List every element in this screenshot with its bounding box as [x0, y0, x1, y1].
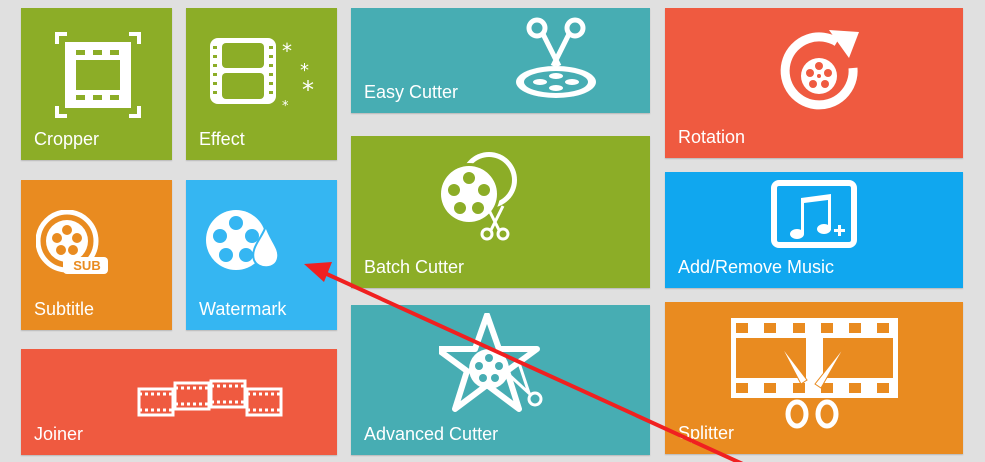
rotate-reel-icon [780, 30, 859, 110]
tile-label: Cropper [34, 129, 100, 149]
film-reel-sub-icon [36, 210, 108, 274]
tile-label: Add/Remove Music [678, 257, 835, 277]
star-reel-scissors-icon [439, 313, 543, 412]
cropper-tile[interactable]: Cropper [21, 8, 172, 160]
scissors-reel-icon [516, 17, 596, 98]
svg-text:*: * [300, 60, 309, 81]
crop-film-icon [55, 32, 141, 118]
tile-label: Watermark [199, 299, 287, 319]
tile-label: Subtitle [34, 299, 95, 319]
watermark-tile[interactable]: Watermark [186, 180, 337, 330]
advanced-cutter-tile[interactable]: Advanced Cutter [351, 305, 650, 455]
add-remove-music-tile[interactable]: Add/Remove Music [665, 172, 963, 288]
easy-cutter-tile[interactable]: Easy Cutter [351, 8, 650, 113]
batch-cutter-tile[interactable]: Batch Cutter [351, 136, 650, 288]
film-scissors-icon [731, 318, 898, 429]
subtitle-tile[interactable]: SUB Subtitle [21, 180, 172, 330]
tile-label: Advanced Cutter [364, 424, 499, 444]
tile-label: Rotation [678, 127, 746, 147]
tile-label: Easy Cutter [364, 82, 459, 102]
effect-tile[interactable]: * * * * Effect [186, 8, 337, 160]
svg-text:*: * [282, 99, 289, 113]
rotation-tile[interactable]: Rotation [665, 8, 963, 158]
splitter-tile[interactable]: Splitter [665, 302, 963, 454]
joiner-tile[interactable]: Joiner [21, 349, 337, 455]
music-add-icon [771, 180, 857, 248]
film-chain-icon [137, 379, 283, 417]
film-reel-drop-icon [206, 210, 280, 270]
svg-text:*: * [302, 76, 314, 104]
film-sparkle-icon: * * * * [210, 38, 314, 113]
tile-label: Batch Cutter [364, 257, 465, 277]
reels-scissors-icon [438, 152, 517, 241]
tile-label: Splitter [678, 423, 735, 443]
tile-label: Effect [199, 129, 245, 149]
svg-text:*: * [282, 39, 292, 63]
tile-label: Joiner [34, 424, 84, 444]
sub-badge: SUB [73, 258, 101, 273]
